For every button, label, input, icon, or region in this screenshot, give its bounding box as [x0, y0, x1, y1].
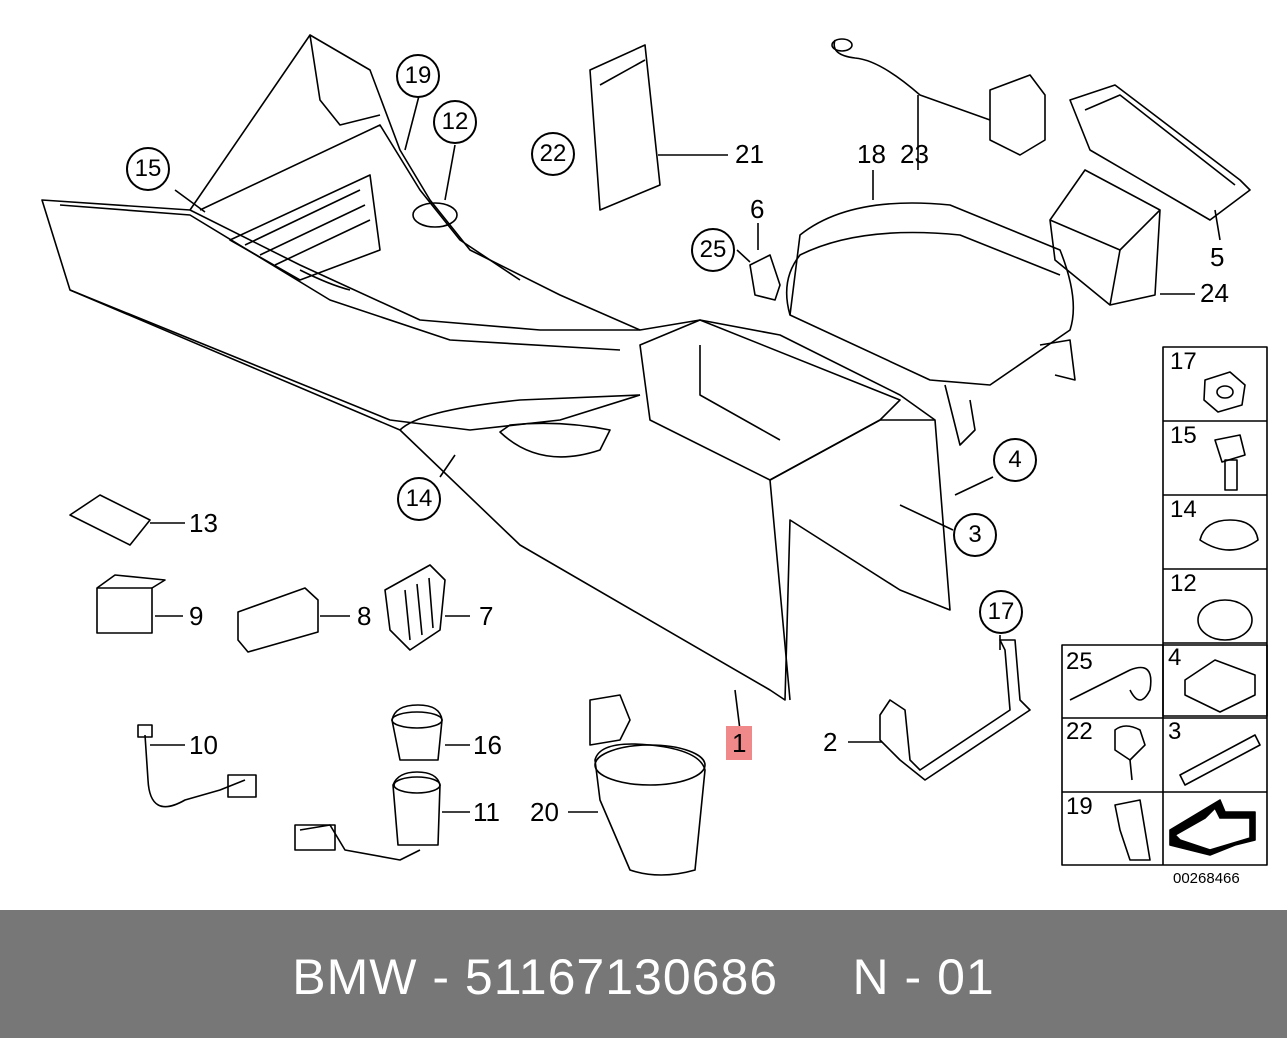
label-11: 11 — [473, 797, 500, 827]
highlighted-part-label-1: 1 — [726, 726, 753, 760]
callout-22: 22 — [531, 132, 575, 176]
callout-14: 14 — [397, 477, 441, 521]
footer-bar — [0, 910, 1287, 1038]
label-20: 20 — [530, 797, 559, 827]
label-2: 2 — [823, 727, 838, 757]
legend-item-4: 4 — [1168, 644, 1182, 671]
label-23: 23 — [900, 139, 929, 169]
legend-item-19: 19 — [1066, 793, 1093, 820]
label-10: 10 — [189, 730, 218, 760]
armrest-lid — [789, 202, 1075, 386]
drawing-number: 00268466 — [1173, 870, 1240, 887]
label-18: 18 — [857, 139, 886, 169]
label-5: 5 — [1210, 242, 1225, 272]
callout-17: 17 — [979, 590, 1023, 634]
legend-item-25: 25 — [1066, 648, 1093, 675]
label-6: 6 — [750, 194, 765, 224]
callout-3: 3 — [953, 513, 997, 557]
callout-4: 4 — [993, 438, 1037, 482]
callout-25: 25 — [691, 228, 735, 272]
center-console-shell — [41, 199, 951, 701]
label-7: 7 — [479, 601, 494, 631]
label-24: 24 — [1200, 278, 1229, 308]
callout-19: 19 — [396, 54, 440, 98]
owners-manual — [589, 44, 661, 211]
label-8: 8 — [357, 601, 372, 631]
legend-item-22: 22 — [1066, 718, 1093, 745]
label-16: 16 — [473, 730, 502, 760]
label-9: 9 — [189, 601, 204, 631]
label-21: 21 — [735, 139, 764, 169]
callout-12: 12 — [433, 100, 477, 144]
callout-15: 15 — [126, 147, 170, 191]
legend-item-17: 17 — [1170, 348, 1197, 375]
legend-item-3: 3 — [1168, 718, 1182, 745]
legend-item-15: 15 — [1170, 422, 1197, 449]
hardware-legend-grid — [1162, 346, 1268, 717]
label-13: 13 — [189, 508, 218, 538]
legend-item-14: 14 — [1170, 496, 1197, 523]
legend-item-12: 12 — [1170, 570, 1197, 597]
part-number-caption: BMW - 51167130686 N - 01 — [292, 949, 995, 1005]
parts-diagram — [41, 34, 1268, 876]
